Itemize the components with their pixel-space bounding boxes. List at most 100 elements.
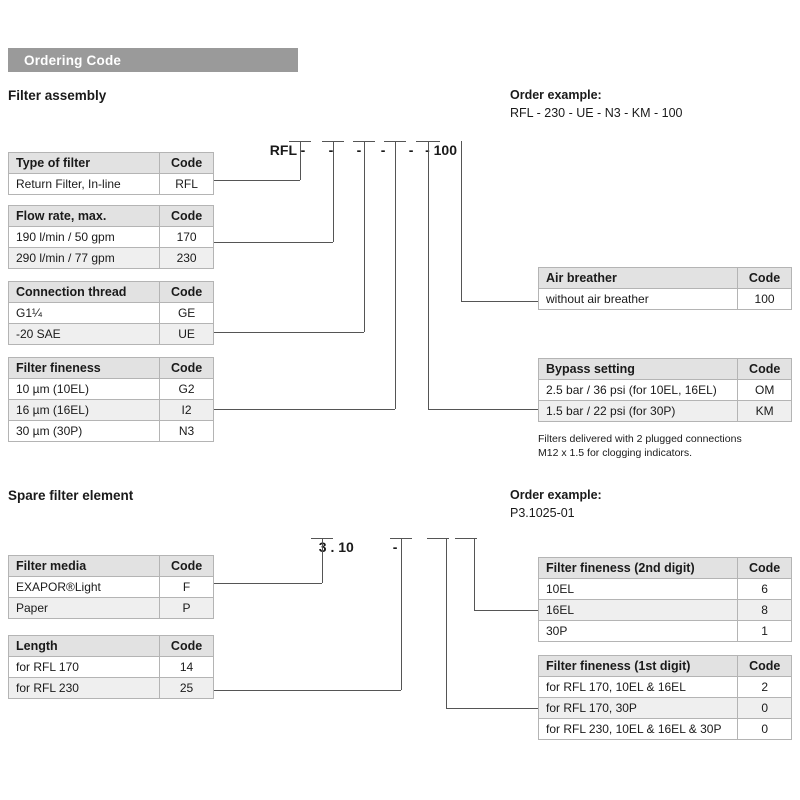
cell-label: 190 l/min / 50 gpm: [7, 226, 161, 248]
col-header: Air breather: [537, 267, 739, 289]
table-row: 16 µm (16EL) I2: [7, 399, 214, 421]
connector-fineness-1st-h: [446, 708, 538, 709]
cell-label: G1¼: [7, 302, 161, 324]
cell-code: 0: [737, 718, 792, 740]
cell-label: Paper: [7, 597, 161, 619]
table-row: 190 l/min / 50 gpm 170: [7, 226, 214, 248]
col-header-code: Code: [159, 357, 214, 379]
cell-code: P: [159, 597, 214, 619]
col-header: Filter media: [7, 555, 161, 577]
spare-code-blank-3: [427, 538, 449, 539]
table-row: Paper P: [7, 597, 214, 619]
cell-label: Return Filter, In-line: [7, 173, 161, 195]
col-header-code: Code: [737, 267, 792, 289]
code-string-spare-filter-element: 3 . 10 -: [311, 523, 398, 555]
order-example-value: RFL - 230 - UE - N3 - KM - 100: [510, 106, 683, 120]
code-suffix-100: 100: [433, 142, 457, 158]
cell-label: 290 l/min / 77 gpm: [7, 247, 161, 269]
cell-code: F: [159, 576, 214, 598]
connector-air-breather-h: [461, 301, 538, 302]
cell-code: RFL: [159, 173, 214, 195]
cell-label: for RFL 170, 10EL & 16EL: [537, 676, 739, 698]
col-header-code: Code: [159, 635, 214, 657]
connector-fineness-2nd-v: [474, 538, 475, 610]
connector-filter-fineness-v: [395, 141, 396, 409]
col-header: Filter fineness: [7, 357, 161, 379]
cell-code: 14: [159, 656, 214, 678]
col-header-code: Code: [159, 281, 214, 303]
col-header-code: Code: [737, 655, 792, 677]
cell-code: I2: [159, 399, 214, 421]
table-row: -20 SAE UE: [7, 323, 214, 345]
code-prefix-rfl: RFL: [269, 142, 297, 158]
order-example-title: Order example:: [510, 88, 602, 102]
table-air-breather: Air breather Code without air breather 1…: [537, 267, 792, 310]
cell-label: 10 µm (10EL): [7, 378, 161, 400]
connector-air-breather-v: [461, 141, 462, 301]
connector-type-of-filter-v: [300, 141, 301, 180]
col-header-code: Code: [737, 358, 792, 380]
cell-code: 1: [737, 620, 792, 642]
cell-code: 25: [159, 677, 214, 699]
section-title-filter-assembly: Filter assembly: [8, 88, 107, 103]
col-header-code: Code: [159, 555, 214, 577]
col-header: Bypass setting: [537, 358, 739, 380]
table-row: 16EL 8: [537, 599, 792, 621]
cell-code: 0: [737, 697, 792, 719]
table-row: for RFL 230, 10EL & 16EL & 30P 0: [537, 718, 792, 740]
connector-connection-thread-v: [364, 141, 365, 332]
table-row: for RFL 170, 30P 0: [537, 697, 792, 719]
ordering-code-header: Ordering Code: [8, 48, 298, 72]
cell-label: 30 µm (30P): [7, 420, 161, 442]
cell-label: 2.5 bar / 36 psi (for 10EL, 16EL): [537, 379, 739, 401]
table-row: 10 µm (10EL) G2: [7, 378, 214, 400]
connector-length-v: [401, 538, 402, 690]
col-header: Flow rate, max.: [7, 205, 161, 227]
table-row: 290 l/min / 77 gpm 230: [7, 247, 214, 269]
table-row: for RFL 230 25: [7, 677, 214, 699]
col-header: Filter fineness (1st digit): [537, 655, 739, 677]
table-filter-fineness-2nd-digit: Filter fineness (2nd digit) Code 10EL 6 …: [537, 557, 792, 642]
cell-label: without air breather: [537, 288, 739, 310]
table-row: 1.5 bar / 22 psi (for 30P) KM: [537, 400, 792, 422]
cell-code: KM: [737, 400, 792, 422]
connector-connection-thread-h: [214, 332, 364, 333]
connector-fineness-1st-v: [446, 538, 447, 708]
spare-code-blank-4: [455, 538, 477, 539]
cell-label: 10EL: [537, 578, 739, 600]
bypass-note: Filters delivered with 2 plugged connect…: [538, 433, 742, 460]
table-filter-fineness-1st-digit: Filter fineness (1st digit) Code for RFL…: [537, 655, 792, 740]
cell-label: 30P: [537, 620, 739, 642]
cell-label: for RFL 170, 30P: [537, 697, 739, 719]
ordering-code-header-title: Ordering Code: [24, 52, 122, 68]
cell-code: 170: [159, 226, 214, 248]
connector-type-of-filter-h: [214, 180, 300, 181]
cell-label: 16EL: [537, 599, 739, 621]
table-row: G1¼ GE: [7, 302, 214, 324]
code-core-310: 3 . 10 -: [318, 539, 398, 555]
code-string-filter-assembly: RFL - - - - - - 100: [262, 126, 457, 158]
table-length: Length Code for RFL 170 14 for RFL 230 2…: [7, 635, 214, 699]
cell-label: 1.5 bar / 22 psi (for 30P): [537, 400, 739, 422]
connector-fineness-2nd-h: [474, 610, 538, 611]
cell-code: G2: [159, 378, 214, 400]
cell-code: 8: [737, 599, 792, 621]
table-row: 10EL 6: [537, 578, 792, 600]
order-example-filter-assembly: Order example: RFL - 230 - UE - N3 - KM …: [510, 88, 683, 120]
table-row: EXAPOR®Light F: [7, 576, 214, 598]
table-row: 30 µm (30P) N3: [7, 420, 214, 442]
connector-bypass-h: [428, 409, 538, 410]
table-filter-fineness: Filter fineness Code 10 µm (10EL) G2 16 …: [7, 357, 214, 442]
table-row: for RFL 170, 10EL & 16EL 2: [537, 676, 792, 698]
col-header: Length: [7, 635, 161, 657]
cell-label: EXAPOR®Light: [7, 576, 161, 598]
section-title-spare-filter-element: Spare filter element: [8, 488, 134, 503]
cell-label: for RFL 230: [7, 677, 161, 699]
cell-code: 100: [737, 288, 792, 310]
connector-filter-media-h: [214, 583, 322, 584]
connector-bypass-v: [428, 141, 429, 409]
order-example-title: Order example:: [510, 488, 602, 502]
table-row: without air breather 100: [537, 288, 792, 310]
col-header-code: Code: [159, 205, 214, 227]
cell-label: 16 µm (16EL): [7, 399, 161, 421]
